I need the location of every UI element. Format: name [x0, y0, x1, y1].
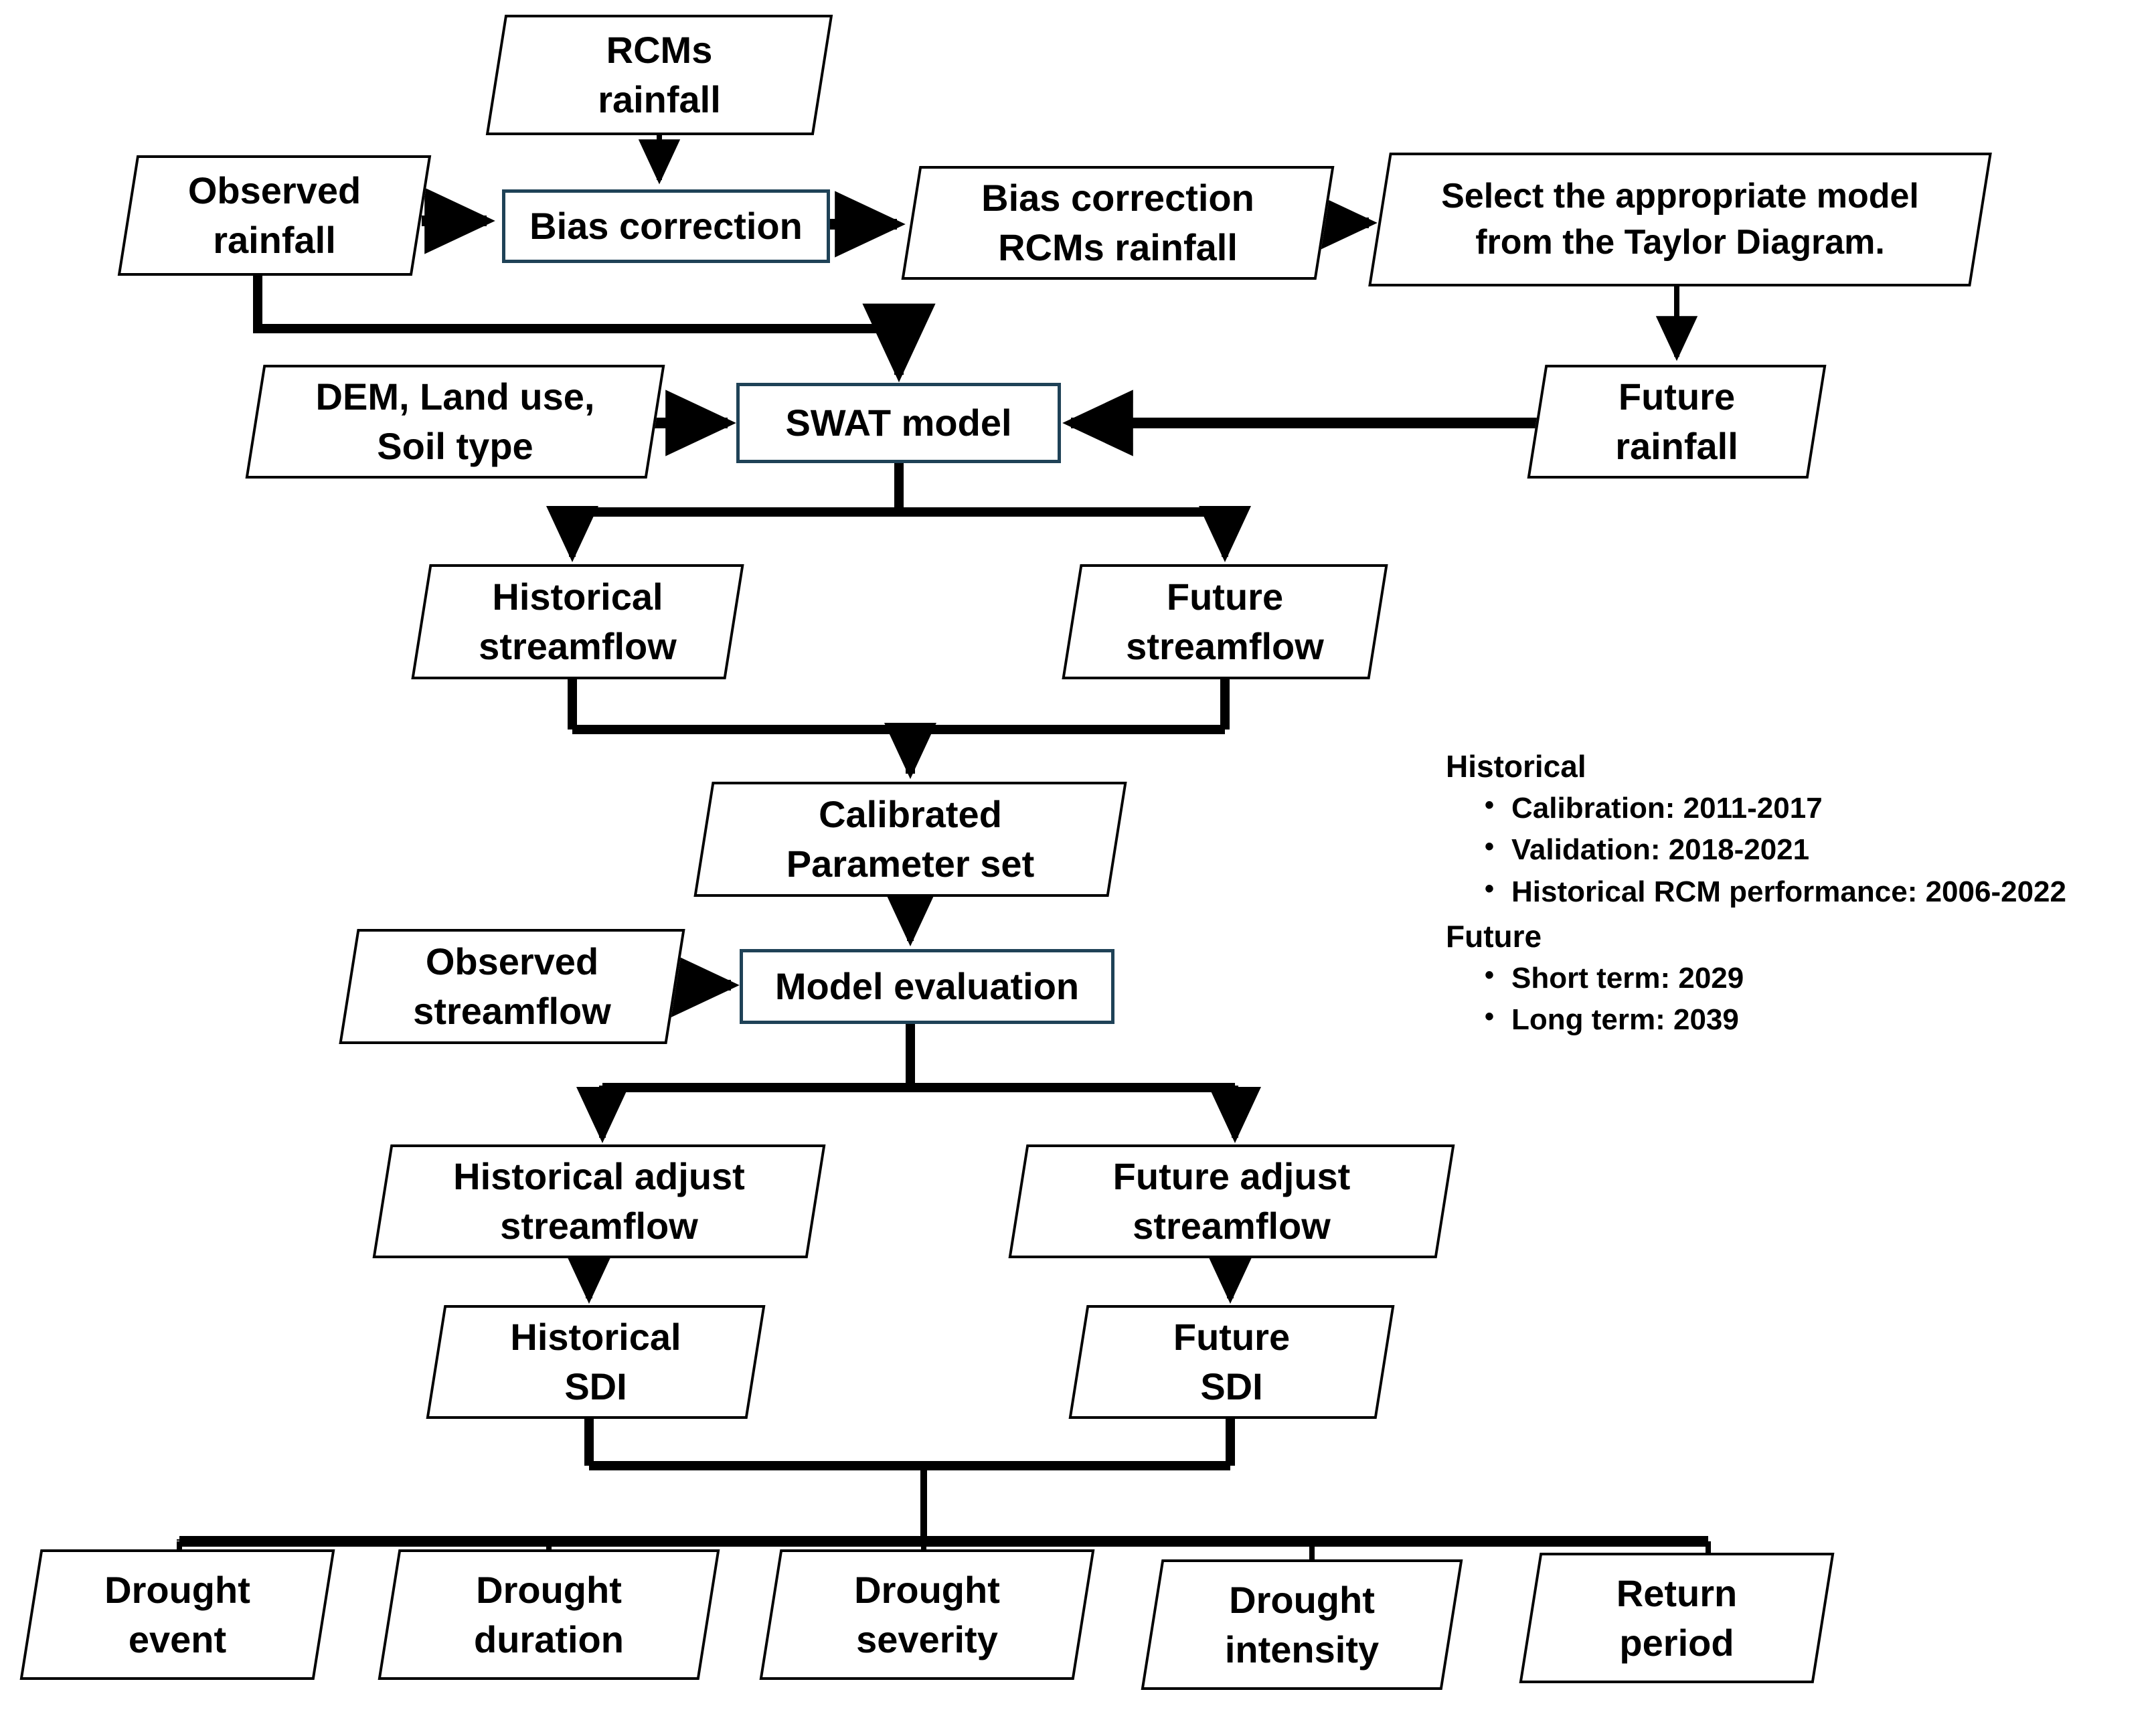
node-drought_intensity[interactable]: Drought intensity — [1141, 1559, 1463, 1690]
node-bias_corrected_rcms[interactable]: Bias correction RCMs rainfall — [901, 166, 1335, 280]
edge-streamflows-merge-bus — [568, 679, 1230, 774]
node-label: Return period — [1616, 1571, 1738, 1664]
node-label: Drought event — [104, 1568, 250, 1660]
period-legend: HistoricalCalibration: 2011-2017Validati… — [1446, 750, 2066, 1048]
node-label: Bias correction — [529, 205, 803, 248]
node-dem_landuse_soil[interactable]: DEM, Land use, Soil type — [245, 365, 665, 479]
node-future_streamflow[interactable]: Future streamflow — [1062, 564, 1388, 679]
legend-item: Short term: 2029 — [1481, 956, 2066, 999]
edge-swat-split-bus — [572, 463, 1225, 517]
node-drought_duration[interactable]: Drought duration — [378, 1549, 720, 1680]
node-label: Observed rainfall — [187, 169, 361, 261]
node-label: Historical SDI — [510, 1316, 681, 1407]
node-label: RCMs rainfall — [598, 29, 721, 120]
node-observed_rainfall[interactable]: Observed rainfall — [117, 155, 432, 276]
edge-observed-rainfall-to-swat — [253, 276, 936, 383]
node-historical_sdi[interactable]: Historical SDI — [426, 1305, 766, 1419]
legend-item: Calibration: 2011-2017 — [1481, 786, 2066, 829]
legend-item: Long term: 2039 — [1481, 998, 2066, 1041]
legend-item: Validation: 2018-2021 — [1481, 828, 2066, 871]
node-label: Future streamflow — [1126, 576, 1324, 667]
node-label: Historical adjust streamflow — [453, 1155, 745, 1247]
node-label: Historical streamflow — [479, 576, 677, 667]
node-select_model_taylor[interactable]: Select the appropriate model from the Ta… — [1368, 153, 1992, 286]
edge-model-evaluation-split-bus — [602, 1024, 1235, 1092]
edge-sdi-merge-bus — [584, 1419, 1235, 1470]
legend-heading-future: Future — [1446, 919, 1542, 954]
node-future_adjust[interactable]: Future adjust streamflow — [1008, 1144, 1455, 1258]
node-label: Drought duration — [474, 1568, 624, 1660]
legend-item: Historical RCM performance: 2006-2022 — [1481, 870, 2066, 913]
legend-list-historical: Calibration: 2011-2017Validation: 2018-2… — [1446, 786, 2066, 913]
node-label: Model evaluation — [774, 965, 1080, 1008]
node-observed_streamflow[interactable]: Observed streamflow — [339, 929, 685, 1044]
node-future_rainfall[interactable]: Future rainfall — [1527, 365, 1827, 479]
node-calibrated_parameters[interactable]: Calibrated Parameter set — [693, 782, 1127, 897]
legend-heading-historical: Historical — [1446, 749, 1586, 784]
legend-list-future: Short term: 2029Long term: 2039 — [1446, 956, 2066, 1041]
node-return_period[interactable]: Return period — [1519, 1553, 1835, 1683]
node-label: Future adjust streamflow — [1112, 1155, 1351, 1247]
node-label: SWAT model — [785, 402, 1012, 444]
node-label: Select the appropriate model from the Ta… — [1441, 177, 1919, 262]
node-drought_severity[interactable]: Drought severity — [759, 1549, 1095, 1680]
node-label: Bias correction RCMs rainfall — [981, 177, 1254, 268]
node-label: Calibrated Parameter set — [786, 793, 1035, 885]
node-label: Future SDI — [1173, 1316, 1291, 1407]
node-label: Observed streamflow — [413, 940, 611, 1032]
node-historical_streamflow[interactable]: Historical streamflow — [411, 564, 744, 679]
node-label: Drought severity — [854, 1568, 1000, 1660]
node-model_evaluation[interactable]: Model evaluation — [740, 949, 1114, 1024]
node-drought_event[interactable]: Drought event — [19, 1549, 335, 1680]
node-label: DEM, Land use, Soil type — [315, 375, 595, 467]
node-swat_model[interactable]: SWAT model — [736, 383, 1061, 463]
node-rcms_rainfall[interactable]: RCMs rainfall — [485, 15, 833, 135]
node-bias_correction[interactable]: Bias correction — [502, 189, 830, 263]
node-future_sdi[interactable]: Future SDI — [1068, 1305, 1395, 1419]
node-label: Future rainfall — [1615, 375, 1738, 467]
node-historical_adjust[interactable]: Historical adjust streamflow — [372, 1144, 826, 1258]
node-label: Drought intensity — [1224, 1578, 1380, 1671]
